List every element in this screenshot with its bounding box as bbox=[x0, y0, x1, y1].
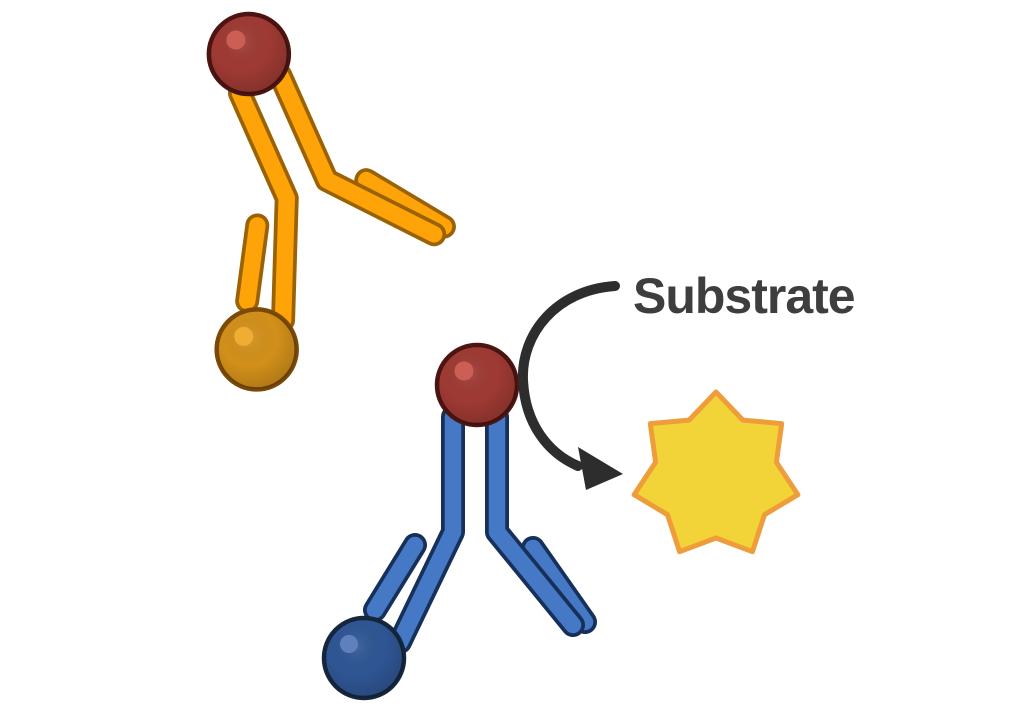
substrate-arrow-curve bbox=[517, 281, 620, 471]
blue-sphere-highlight bbox=[340, 635, 358, 653]
enzyme-sphere-shading bbox=[208, 14, 289, 95]
substrate-label: Substrate bbox=[633, 268, 855, 324]
blue-light-chain-left bbox=[366, 536, 424, 619]
blue-heavy-chain-right bbox=[488, 408, 582, 634]
gold-sphere-orange-antibody bbox=[214, 307, 299, 392]
substrate-star bbox=[631, 389, 801, 555]
orange-light-chain-left bbox=[238, 217, 266, 310]
substrate-arrow-head bbox=[578, 447, 623, 490]
enzyme-sphere-red-orange-antibody bbox=[206, 11, 292, 97]
orange-heavy-chain-right bbox=[271, 66, 443, 243]
gold-sphere-shading bbox=[216, 309, 297, 390]
orange-heavy-chain-left bbox=[231, 84, 295, 329]
blue-sphere-blue-antibody bbox=[321, 615, 407, 701]
orange-heavy-chain-right-outline bbox=[268, 63, 447, 247]
blue-sphere-shading bbox=[324, 618, 404, 698]
antibody-orange bbox=[206, 11, 456, 392]
enzyme-sphere-highlight bbox=[226, 30, 246, 50]
enzyme-sphere-shading bbox=[437, 345, 517, 425]
blue-heavy-chain-right-outline bbox=[485, 405, 585, 637]
orange-light-chain-right bbox=[358, 171, 453, 235]
enzyme-sphere-highlight bbox=[454, 361, 474, 381]
blue-heavy-chain-left bbox=[391, 408, 462, 651]
gold-sphere-highlight bbox=[234, 326, 254, 346]
antibody-blue bbox=[321, 342, 597, 701]
enzyme-sphere-red-blue-antibody bbox=[434, 342, 520, 428]
substrate-arrow bbox=[517, 281, 623, 490]
blue-light-chain-right bbox=[524, 539, 594, 631]
